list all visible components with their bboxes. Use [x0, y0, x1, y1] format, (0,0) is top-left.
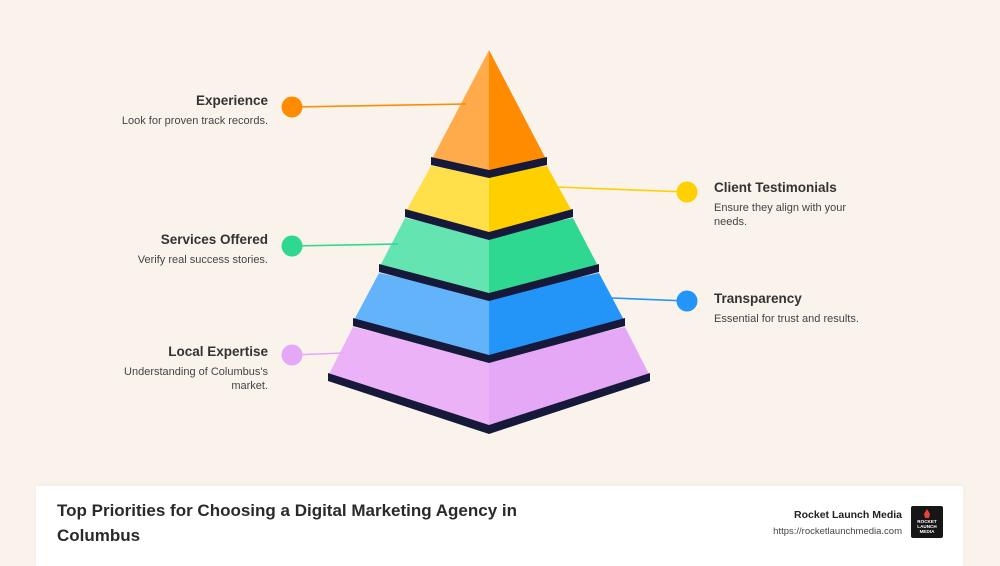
level-description: Ensure they align with your needs.: [714, 202, 847, 228]
rocket-logo-icon: ROCKET LAUNCH MEDIA: [911, 506, 943, 538]
label-local-expertise: Local Expertise Understanding of Columbu…: [118, 343, 268, 393]
pyramid-separator-experience: [431, 157, 547, 178]
pyramid-level-transparency-right: [489, 273, 625, 359]
pyramid-level-services-offered-right: [489, 218, 599, 297]
pyramid-separator-client-testimonials: [405, 209, 573, 240]
svg-text:MEDIA: MEDIA: [920, 529, 935, 534]
label-client-testimonials: Client Testimonials Ensure they align wi…: [714, 179, 874, 229]
pyramid-level-local-expertise-right: [489, 327, 650, 428]
level-description: Understanding of Columbus's market.: [124, 366, 268, 392]
connector-line-transparency: [611, 297, 688, 302]
label-experience: Experience Look for proven track records…: [18, 92, 268, 128]
footer-card: Top Priorities for Choosing a Digital Ma…: [36, 486, 963, 566]
level-title: Client Testimonials: [714, 180, 837, 195]
pyramid-level-local-expertise-left: [328, 327, 489, 428]
label-transparency: Transparency Essential for trust and res…: [714, 290, 914, 326]
marker-dot-transparency: [676, 290, 698, 312]
level-title: Local Expertise: [168, 344, 268, 359]
level-title: Experience: [195, 93, 268, 108]
marker-dot-local-expertise: [281, 344, 303, 366]
pyramid-level-experience-right: [489, 50, 547, 174]
connector-line-client-testimonials: [555, 186, 688, 193]
page-title: Top Priorities for Choosing a Digital Ma…: [57, 501, 517, 545]
level-description: Verify real success stories.: [137, 254, 268, 266]
level-title: Transparency: [714, 291, 802, 306]
marker-dot-client-testimonials: [676, 181, 698, 203]
level-title: Services Offered: [160, 232, 268, 247]
brand-name: Rocket Launch Media: [794, 509, 902, 521]
label-services-offered: Services Offered Verify real success sto…: [18, 231, 268, 267]
level-description: Essential for trust and results.: [714, 313, 859, 325]
pyramid-level-experience-left: [431, 50, 489, 174]
svg-text:LAUNCH: LAUNCH: [917, 524, 937, 529]
pyramid-level-services-offered-left: [379, 218, 489, 297]
connector-line-experience: [291, 103, 467, 108]
brand-block: Rocket Launch Media https://rocketlaunch…: [773, 509, 902, 538]
level-description: Look for proven track records.: [121, 115, 268, 127]
pyramid-separator-transparency: [353, 318, 625, 363]
pyramid-level-transparency-left: [353, 273, 489, 359]
connector-line-services-offered: [291, 243, 399, 247]
pyramid-separator-services-offered: [379, 264, 599, 301]
svg-text:ROCKET: ROCKET: [917, 519, 937, 524]
marker-dot-services-offered: [281, 235, 303, 257]
marker-dot-experience: [281, 96, 303, 118]
brand-url: https://rocketlaunchmedia.com: [773, 526, 902, 537]
